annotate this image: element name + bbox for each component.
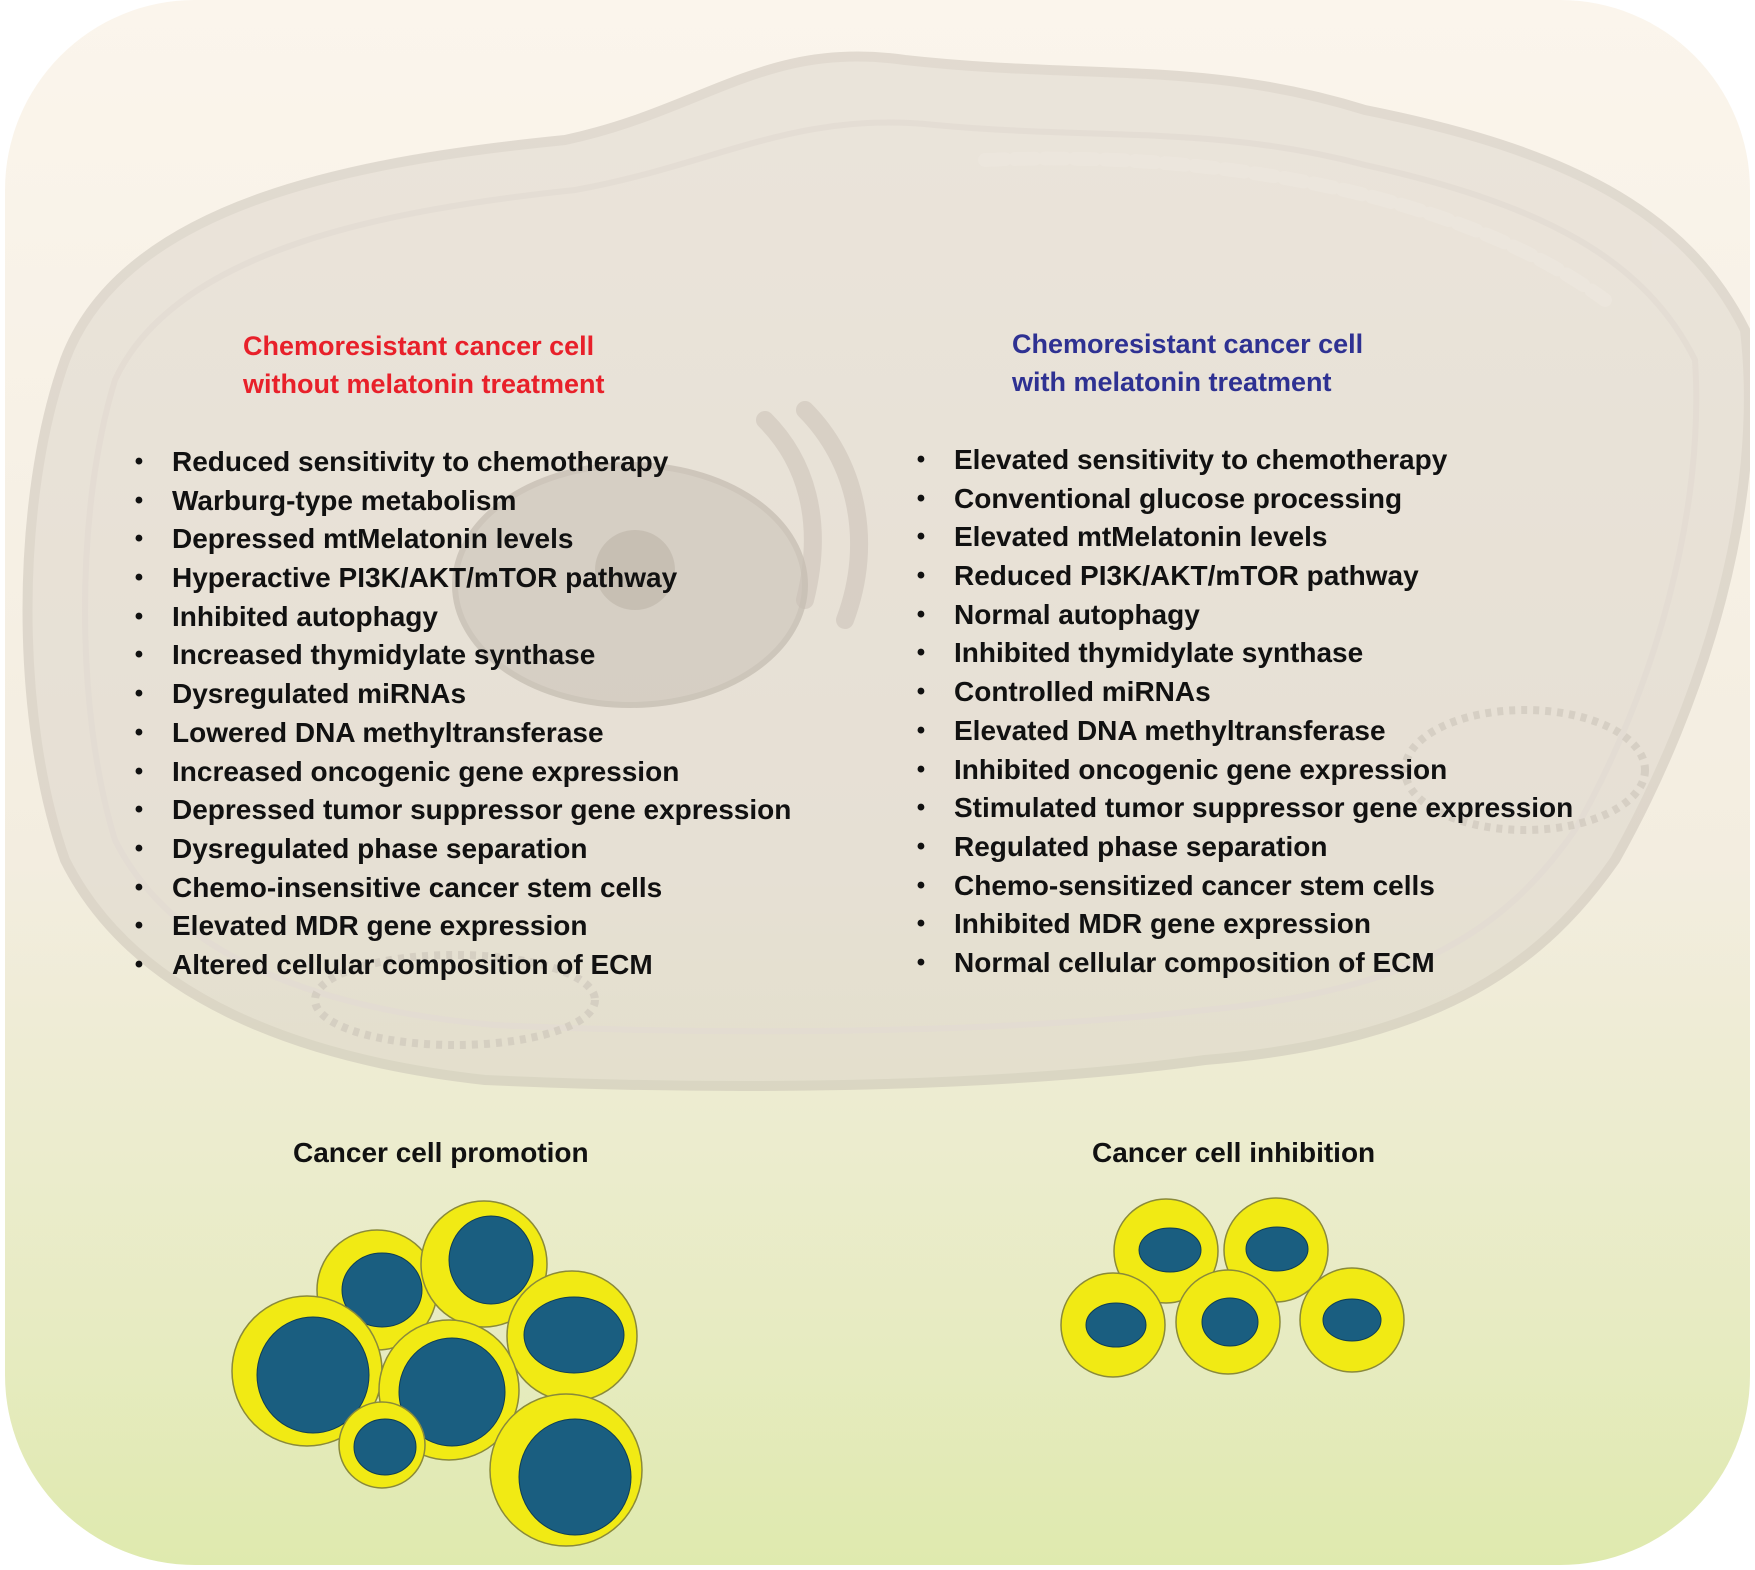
- list-item: •Normal autophagy: [916, 598, 1200, 630]
- without-melatonin-heading: Chemoresistant cancer cell without melat…: [243, 327, 605, 403]
- cell-nucleus: [398, 1337, 506, 1447]
- cell-nucleus: [1245, 1226, 1309, 1272]
- with-melatonin-heading-line-2: with melatonin treatment: [1012, 367, 1332, 397]
- list-item: •Elevated mtMelatonin levels: [916, 521, 1328, 553]
- cell-nucleus: [341, 1252, 423, 1328]
- cell-nucleus: [1085, 1302, 1147, 1348]
- golgi: [756, 401, 869, 629]
- list-item: •Inhibited autophagy: [134, 600, 438, 632]
- nucleolus: [595, 530, 675, 610]
- list-item: •Elevated DNA methyltransferase: [916, 714, 1386, 746]
- list-item: •Inhibited thymidylate synthase: [916, 637, 1364, 669]
- cell-nucleus: [1201, 1297, 1259, 1347]
- vesicle-ring-left: [311, 951, 599, 1049]
- promotion-cluster: [231, 1200, 643, 1547]
- list-item: •Depressed mtMelatonin levels: [134, 523, 574, 555]
- with-melatonin-list: •Elevated sensitivity to chemotherapy •C…: [914, 441, 1573, 983]
- list-item: •Increased thymidylate synthase: [134, 639, 596, 671]
- list-item: •Regulated phase separation: [916, 830, 1328, 862]
- cancer-cell-inhibition-caption: Cancer cell inhibition: [1092, 1137, 1376, 1168]
- cell-nucleus: [1322, 1298, 1382, 1342]
- list-item: •Increased oncogenic gene expression: [134, 755, 680, 787]
- list-item: •Dysregulated miRNAs: [134, 678, 467, 710]
- list-item: •Warburg-type metabolism: [134, 484, 517, 516]
- cell-nucleus: [448, 1215, 534, 1305]
- with-melatonin-heading-line-1: Chemoresistant cancer cell: [1012, 329, 1364, 359]
- list-item: •Conventional glucose processing: [916, 482, 1403, 514]
- list-item: •Chemo-sensitized cancer stem cells: [916, 869, 1435, 901]
- er-dots: [978, 151, 1612, 307]
- without-melatonin-heading-line-2: without melatonin treatment: [243, 369, 605, 399]
- list-item: •Stimulated tumor suppressor gene expres…: [916, 792, 1574, 824]
- list-item: •Reduced sensitivity to chemotherapy: [134, 446, 669, 477]
- inhibition-cluster: [1060, 1197, 1405, 1378]
- list-item: •Depressed tumor suppressor gene express…: [134, 794, 792, 826]
- cell-nucleus: [353, 1418, 417, 1476]
- list-item: •Altered cellular composition of ECM: [134, 948, 653, 980]
- list-item: •Inhibited MDR gene expression: [916, 908, 1371, 940]
- cancer-cell-promotion-caption: Cancer cell promotion: [293, 1137, 589, 1168]
- list-item: •Dysregulated phase separation: [134, 832, 588, 864]
- cell-nucleus: [256, 1316, 370, 1434]
- cell-nucleus: [518, 1418, 632, 1536]
- cell-nucleus: [1138, 1227, 1202, 1273]
- cell-nucleus: [523, 1296, 625, 1374]
- list-item: •Hyperactive PI3K/AKT/mTOR pathway: [134, 562, 678, 594]
- cell-inner-membrane: [82, 119, 1700, 1035]
- list-item: •Elevated sensitivity to chemotherapy: [916, 444, 1448, 475]
- list-item: •Reduced PI3K/AKT/mTOR pathway: [916, 560, 1419, 592]
- list-item: •Chemo-insensitive cancer stem cells: [134, 871, 663, 903]
- list-item: •Controlled miRNAs: [916, 676, 1211, 708]
- list-item: •Lowered DNA methyltransferase: [134, 716, 604, 748]
- cell-body: [22, 51, 1750, 1091]
- vesicle-ring-right: [1401, 706, 1649, 834]
- with-melatonin-heading: Chemoresistant cancer cell with melatoni…: [1012, 325, 1363, 401]
- list-item: •Normal cellular composition of ECM: [916, 946, 1435, 978]
- background-cell-illustration: [22, 51, 1750, 1091]
- without-melatonin-heading-line-1: Chemoresistant cancer cell: [243, 331, 595, 361]
- list-item: •Inhibited oncogenic gene expression: [916, 753, 1448, 785]
- without-melatonin-list: •Reduced sensitivity to chemotherapy •Wa…: [132, 443, 792, 985]
- list-item: •Elevated MDR gene expression: [134, 910, 588, 942]
